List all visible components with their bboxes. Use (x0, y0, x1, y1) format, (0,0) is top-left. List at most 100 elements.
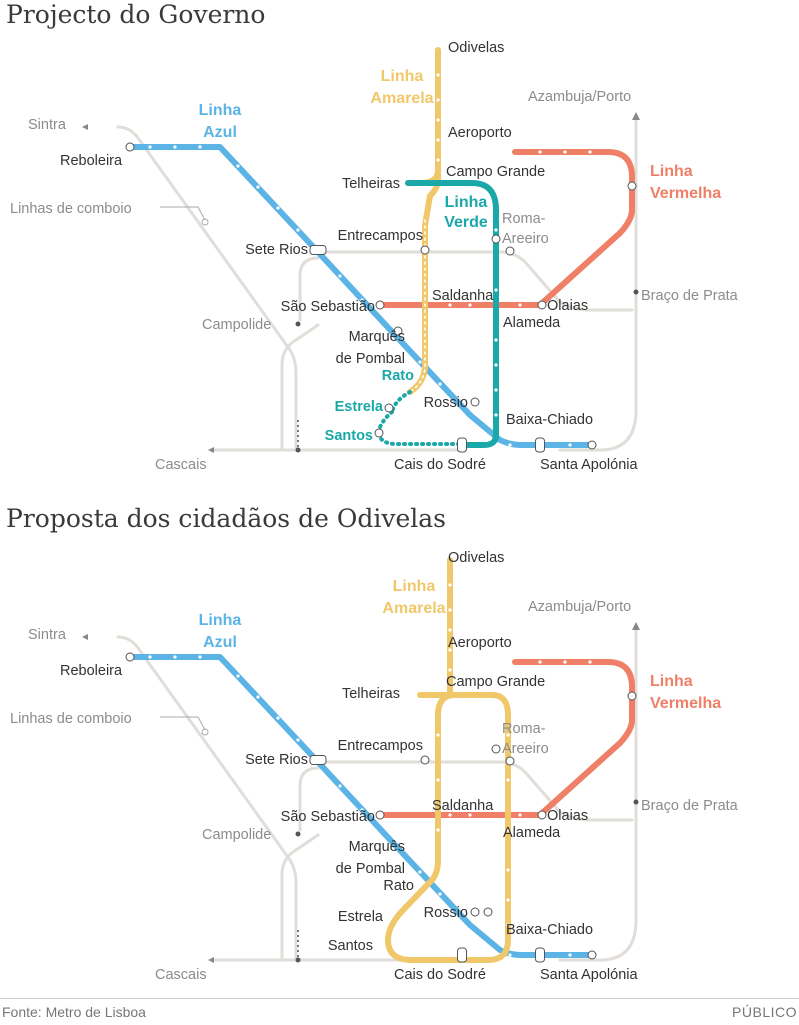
linha-amarela-stop-dot (506, 868, 510, 872)
station-label-baixa-chiado: Baixa-Chiado (506, 412, 593, 428)
line-label-azul: Linha (199, 102, 242, 119)
linha-amarela-stop-dot (448, 628, 452, 632)
linha-amarela-stop-dot (506, 778, 510, 782)
rail-marker-icon (201, 728, 209, 736)
station-azul-terminus-icon (587, 440, 597, 450)
linha-azul-stop-dot (360, 298, 364, 302)
linha-azul-stop-dot (438, 382, 442, 386)
linha-amarela-stop-dot (436, 138, 440, 142)
linha-azul-stop-dot (198, 655, 202, 659)
rail-line-cintura (316, 250, 562, 304)
linha-vermelha-stop-dot (448, 813, 452, 817)
station-marques-icon (393, 326, 403, 336)
line-label-vermelha: Linha (650, 673, 693, 690)
rail-junction-dot (295, 447, 301, 453)
linha-vermelha-stop-dot (588, 150, 592, 154)
rail-junction-dot (295, 957, 301, 963)
arrow-left-icon (208, 447, 214, 453)
linha-amarela-stop-dot (436, 98, 440, 102)
station-label-estrela: Estrela (335, 399, 384, 415)
linha-azul-stop-dot (568, 953, 572, 957)
linha-azul-stop-dot (173, 655, 177, 659)
station-label-sao-sebastiao: São Sebastião (281, 809, 375, 825)
line-label-azul: Linha (199, 612, 242, 629)
linha-azul-stop-dot (338, 784, 342, 788)
linha-vermelha-stop-dot (603, 769, 607, 773)
linha-amarela-stop-dot (448, 668, 452, 672)
line-label-vermelha: Vermelha (650, 185, 721, 202)
station-label-reboleira: Reboleira (60, 153, 123, 169)
station-label-entrecampos: Entrecampos (338, 228, 423, 244)
station-vermelha-terminus-icon (627, 691, 637, 701)
linha-amarela-stop-dot (436, 158, 440, 162)
station-label-olaias: Olaias (547, 298, 588, 314)
station-label-santa-apolonia: Santa Apolónia (540, 457, 638, 473)
linha-verde-path (405, 180, 499, 448)
station-label-rossio: Rossio (424, 905, 468, 921)
rail-label-linhas-comboio: Linhas de comboio (10, 711, 132, 727)
station-azul-terminus-icon (587, 950, 597, 960)
linha-vermelha-stop-dot (538, 150, 542, 154)
rail-line-sete-rios-link (298, 766, 320, 832)
braco-prata-dot (633, 799, 639, 805)
linha-vermelha-stop-dot (563, 660, 567, 664)
line-label-amarela: Amarela (370, 90, 433, 107)
line-label-vermelha: Vermelha (650, 695, 721, 712)
linha-azul-stop-dot (148, 145, 152, 149)
linha-amarela-stop-dot (506, 828, 510, 832)
rail-label-braco-de-prata: Braço de Prata (641, 798, 739, 814)
linha-azul-stop-dot (276, 206, 280, 210)
station-label-rato: Rato (383, 878, 414, 894)
linha-verde-stop-dot (494, 338, 498, 342)
station-label-marques-pombal: Marquês (349, 329, 405, 345)
rail-label-campolide: Campolide (202, 827, 271, 843)
linha-vermelha-stop-dot (603, 259, 607, 263)
station-reboleira-icon (125, 652, 135, 662)
linha-vermelha-stop-dot (583, 277, 587, 281)
station-label-sao-sebastiao: São Sebastião (281, 299, 375, 315)
rail-line-sete-rios-link (298, 256, 320, 322)
station-entrecampos-icon (420, 245, 430, 255)
rail-marker-icon (201, 218, 209, 226)
station-roma-areeiro-icon (505, 246, 515, 256)
station-vermelha-terminus-icon (627, 181, 637, 191)
station-label-roma-areeiro: Roma- (502, 211, 546, 227)
rail-line-cintura-spur (280, 833, 320, 960)
station-label-santos: Santos (325, 428, 373, 444)
linha-azul-stop-dot (418, 360, 422, 364)
rail-line-olaias-link (558, 300, 634, 312)
station-label-saldanha: Saldanha (432, 288, 494, 304)
rail-label-cascais: Cascais (155, 457, 207, 473)
line-label-azul: Azul (203, 124, 237, 141)
linha-verde-stop-dot (494, 388, 498, 392)
station-label-telheiras: Telheiras (342, 176, 400, 192)
rail-label-linhas-comboio: Linhas de comboio (10, 201, 132, 217)
line-label-amarela: Linha (381, 68, 424, 85)
rail-label-cascais: Cascais (155, 967, 207, 983)
station-label-olaias: Olaias (547, 808, 588, 824)
linha-azul-stop-dot (438, 892, 442, 896)
linha-azul-stop-dot (256, 695, 260, 699)
station-label-telheiras: Telheiras (342, 686, 400, 702)
station-label-campo-grande: Campo Grande (446, 674, 545, 690)
station-label-rato: Rato (382, 368, 414, 384)
station-label-marques-pombal: de Pombal (336, 861, 405, 877)
station-sao-sebastiao-icon (375, 810, 385, 820)
station-label-baixa-chiado: Baixa-Chiado (506, 922, 593, 938)
linha-azul-stop-dot (256, 185, 260, 189)
linha-amarela-stop-dot (436, 733, 440, 737)
linha-amarela-loop (385, 692, 511, 963)
station-cais-sodre-icon (457, 947, 467, 963)
linha-verde-extension-dotted (390, 390, 412, 414)
map-title-governo: Projecto do Governo (6, 0, 266, 29)
linha-vermelha-stop-dot (468, 303, 472, 307)
linha-azul-stop-dot (338, 274, 342, 278)
station-label-marques-pombal: de Pombal (336, 351, 405, 367)
linha-vermelha-stop-dot (623, 752, 627, 756)
station-label-alameda: Alameda (503, 315, 561, 331)
leader-line (160, 206, 206, 221)
line-label-azul: Azul (203, 634, 237, 651)
linha-azul-path (127, 144, 595, 448)
